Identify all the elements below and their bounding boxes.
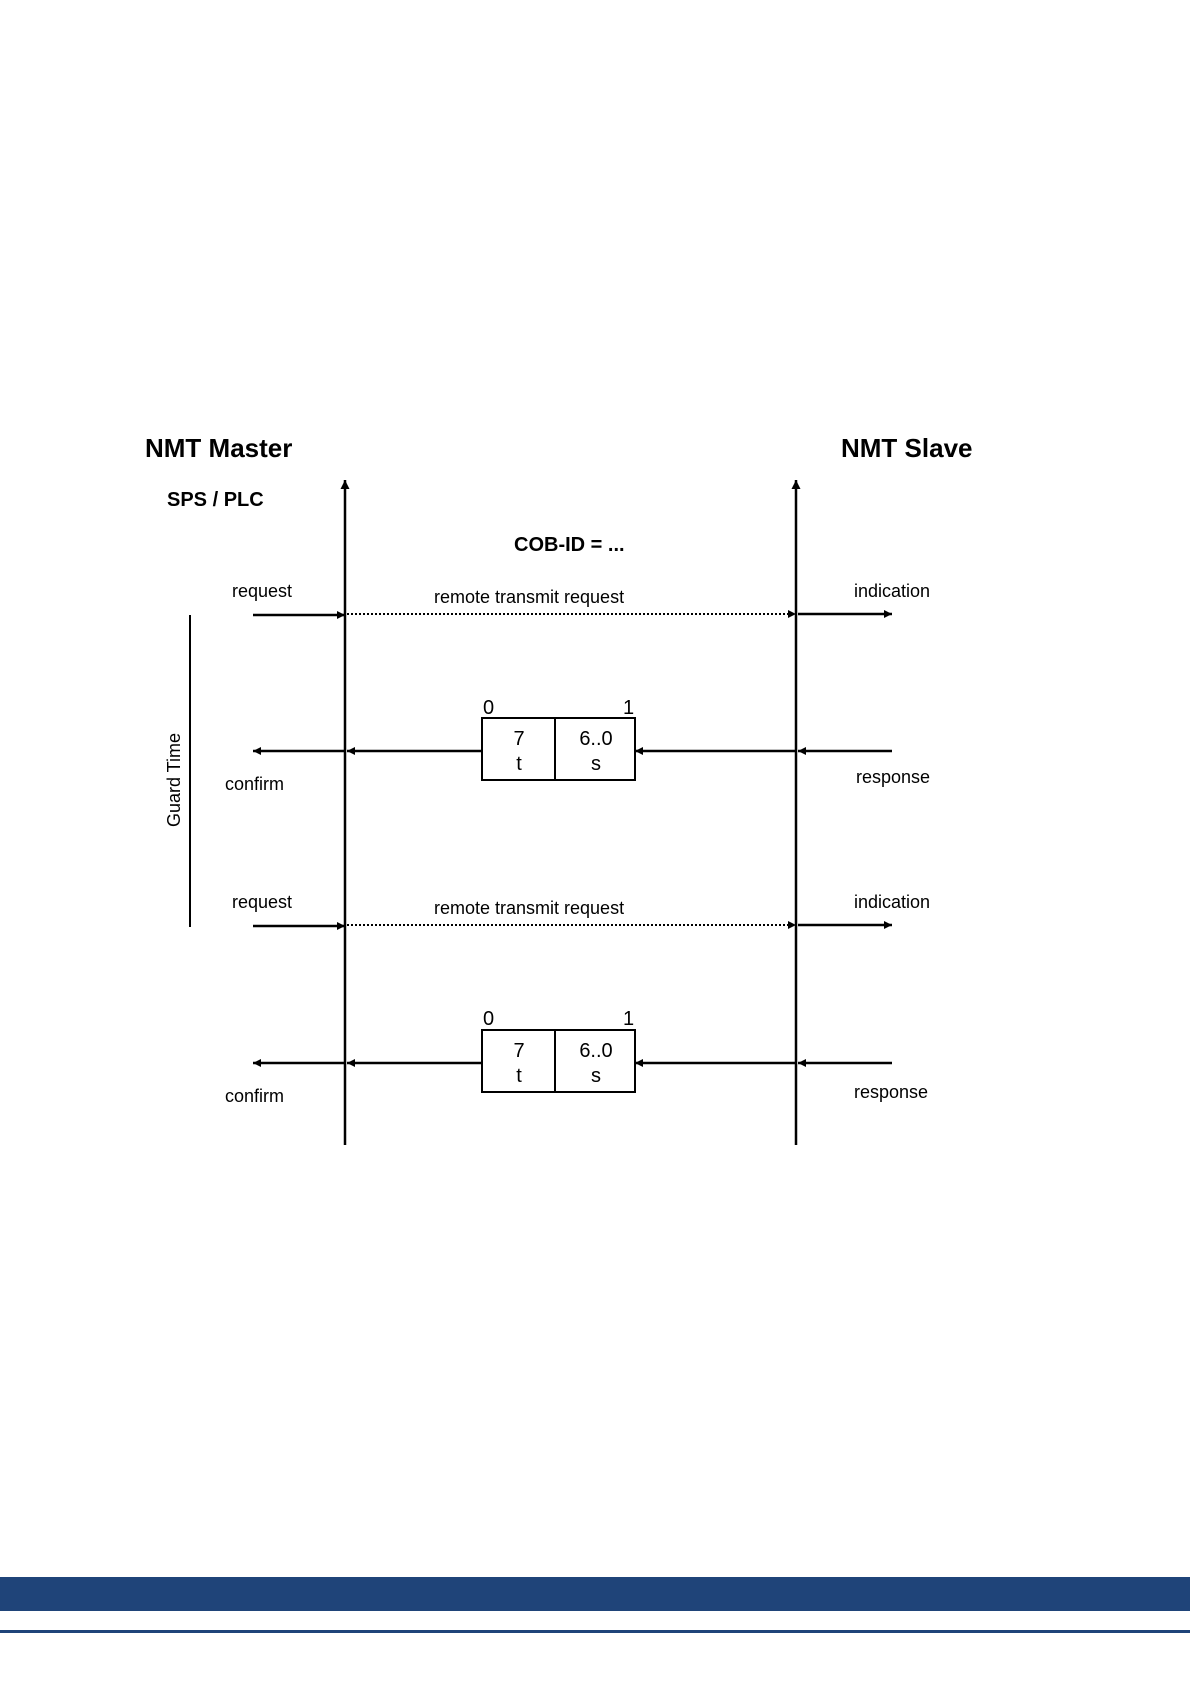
indication-label: indication: [854, 892, 930, 912]
master-title: NMT Master: [145, 433, 292, 463]
frame-cell2-top: 6..0: [579, 1040, 612, 1062]
master-subtitle: SPS / PLC: [167, 489, 264, 511]
confirm-label: confirm: [225, 774, 284, 794]
frame-cell1-bottom: t: [516, 1065, 522, 1087]
response-label: response: [854, 1082, 928, 1102]
frame-cell2-bottom: s: [591, 753, 601, 775]
frame-cell1-top: 7: [513, 728, 524, 750]
footer-band: [0, 1577, 1190, 1611]
request-label: request: [232, 581, 292, 601]
response-label: response: [856, 767, 930, 787]
frame-cell1-bottom: t: [516, 753, 522, 775]
slave-title: NMT Slave: [841, 433, 973, 463]
bit-label-left: 0: [483, 697, 494, 719]
request-label: request: [232, 892, 292, 912]
exchange-2: request remote transmit request indicati…: [225, 892, 930, 1106]
exchange-1: request remote transmit request indicati…: [225, 581, 930, 794]
frame-cell2-bottom: s: [591, 1065, 601, 1087]
footer-line: [0, 1630, 1190, 1633]
guard-time-label: Guard Time: [164, 733, 184, 827]
bit-label-right: 1: [623, 1008, 634, 1030]
bit-label-right: 1: [623, 697, 634, 719]
confirm-label: confirm: [225, 1086, 284, 1106]
frame-cell1-top: 7: [513, 1040, 524, 1062]
rtr-label: remote transmit request: [434, 587, 624, 607]
bit-label-left: 0: [483, 1008, 494, 1030]
frame-cell2-top: 6..0: [579, 728, 612, 750]
cob-id-label: COB-ID = ...: [514, 534, 625, 556]
rtr-label: remote transmit request: [434, 898, 624, 918]
indication-label: indication: [854, 581, 930, 601]
